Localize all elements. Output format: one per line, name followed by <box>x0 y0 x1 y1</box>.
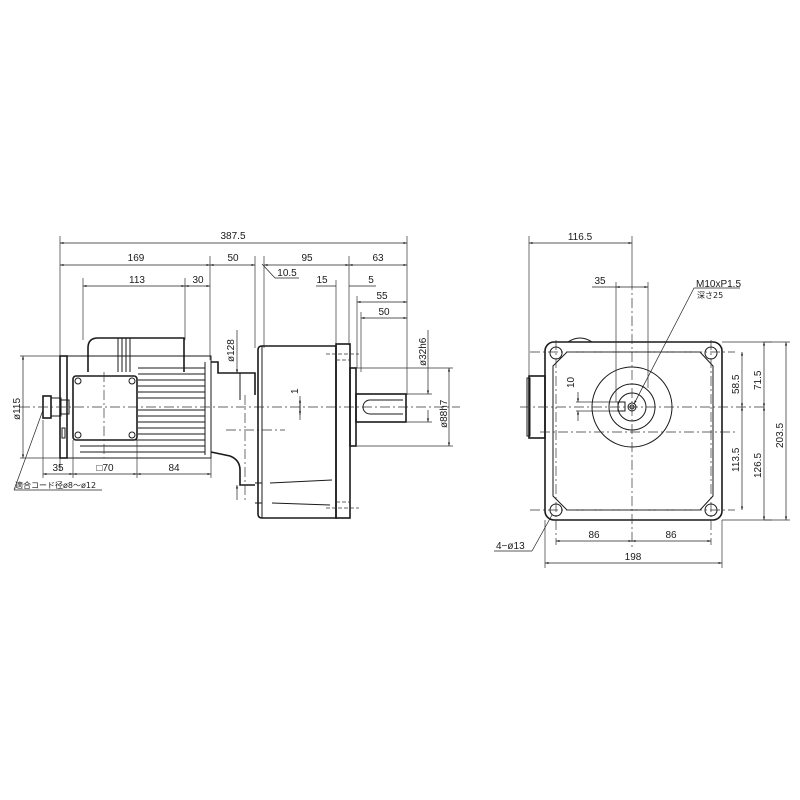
dimension-lines-top <box>60 241 407 320</box>
svg-text:113.5: 113.5 <box>731 447 742 472</box>
inner-chamfer-outline <box>552 351 714 511</box>
motor-dia-dim: ø115 <box>12 355 60 459</box>
front-view: 116.5 35 M10xP1.5 深さ25 10 <box>494 232 790 568</box>
mount-holes <box>549 346 718 517</box>
svg-text:ø128: ø128 <box>226 339 237 362</box>
dimension-lines-bottom: 35 □70 84 <box>42 420 212 478</box>
gearbox-front-outline <box>544 341 723 521</box>
svg-text:169: 169 <box>128 253 145 264</box>
motor-flange-dia-dim: ø128 <box>226 330 239 500</box>
side-view: 387.5 169 50 95 63 113 30 10.5 15 5 55 5… <box>12 231 460 519</box>
front-key-dim: 10 <box>566 376 618 421</box>
capacitor <box>87 337 185 372</box>
key <box>617 401 626 412</box>
svg-text:10.5: 10.5 <box>277 268 297 279</box>
dimension-labels-top: 387.5 169 50 95 63 113 30 10.5 15 5 55 5… <box>128 231 390 318</box>
svg-text:71.5: 71.5 <box>753 370 764 390</box>
svg-text:86: 86 <box>665 530 677 541</box>
svg-text:適合コード径ø8～ø12: 適合コード径ø8～ø12 <box>15 480 96 490</box>
svg-text:5: 5 <box>368 275 374 286</box>
svg-text:30: 30 <box>192 275 204 286</box>
front-dims-right: 58.5 71.5 203.5 113.5 126.5 <box>722 341 790 521</box>
svg-text:1: 1 <box>290 388 301 394</box>
svg-text:深さ25: 深さ25 <box>697 291 723 300</box>
svg-text:35: 35 <box>594 276 606 287</box>
center-offset-dim: 1 <box>290 388 302 420</box>
svg-text:86: 86 <box>588 530 600 541</box>
motor-body <box>42 337 256 486</box>
cable-note: 適合コード径ø8～ø12 <box>13 409 102 491</box>
svg-text:□70: □70 <box>96 463 114 474</box>
svg-text:84: 84 <box>168 463 180 474</box>
svg-text:126.5: 126.5 <box>753 453 764 478</box>
terminal-box <box>72 375 138 441</box>
svg-text:ø115: ø115 <box>12 398 23 420</box>
svg-text:10: 10 <box>566 376 577 388</box>
svg-text:15: 15 <box>316 275 328 286</box>
gearbox-body <box>255 343 407 519</box>
svg-text:387.5: 387.5 <box>220 231 245 242</box>
svg-text:58.5: 58.5 <box>731 374 742 394</box>
svg-text:ø88h7: ø88h7 <box>439 399 450 428</box>
svg-text:M10xP1.5: M10xP1.5 <box>696 279 741 290</box>
svg-text:50: 50 <box>227 253 239 264</box>
svg-text:116.5: 116.5 <box>568 232 593 243</box>
front-dims-top: 116.5 35 M10xP1.5 深さ25 <box>528 232 741 405</box>
output-shaft <box>355 393 407 423</box>
svg-text:55: 55 <box>376 291 388 302</box>
svg-text:35: 35 <box>52 463 64 474</box>
svg-text:63: 63 <box>372 253 384 264</box>
svg-text:203.5: 203.5 <box>775 423 786 448</box>
svg-text:4−ø13: 4−ø13 <box>496 541 525 552</box>
vertical-dims-right: ø32h6 ø88h7 <box>356 330 453 447</box>
svg-text:198: 198 <box>625 552 642 563</box>
svg-text:95: 95 <box>301 253 313 264</box>
front-dims-bottom: 86 86 198 4−ø13 <box>494 514 723 568</box>
svg-text:ø32h6: ø32h6 <box>418 337 429 366</box>
svg-text:50: 50 <box>378 307 390 318</box>
svg-text:113: 113 <box>129 275 145 286</box>
